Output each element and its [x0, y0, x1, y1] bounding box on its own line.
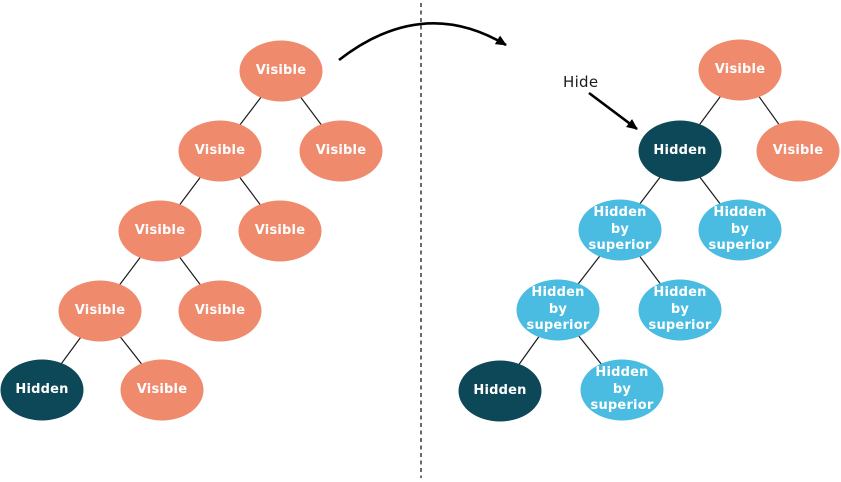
node-ellipse-hidden-by-superior — [516, 279, 600, 341]
node-ellipse-visible — [698, 39, 782, 101]
node-ellipse-hidden — [458, 360, 542, 422]
node-ellipse-visible — [120, 359, 204, 421]
node-ellipse-visible — [239, 40, 323, 102]
node-ellipse-visible — [238, 200, 322, 262]
hide-arrow-icon — [588, 91, 638, 131]
node-ellipse-hidden — [0, 359, 84, 421]
node-ellipse-visible — [299, 120, 383, 182]
node-ellipse-visible — [178, 120, 262, 182]
right-tree-nodes — [458, 39, 840, 422]
node-ellipse-visible — [58, 280, 142, 342]
node-ellipse-hidden — [638, 120, 722, 182]
node-ellipse-hidden-by-superior — [580, 359, 664, 421]
node-ellipse-hidden-by-superior — [578, 199, 662, 261]
node-ellipse-hidden-by-superior — [698, 199, 782, 261]
node-ellipse-hidden-by-superior — [638, 279, 722, 341]
transform-arrow-icon — [338, 21, 507, 62]
node-ellipse-visible — [118, 200, 202, 262]
hide-annotation-label: Hide — [563, 73, 599, 91]
left-tree-nodes — [0, 40, 383, 421]
node-ellipse-visible — [756, 120, 840, 182]
node-ellipse-visible — [178, 280, 262, 342]
